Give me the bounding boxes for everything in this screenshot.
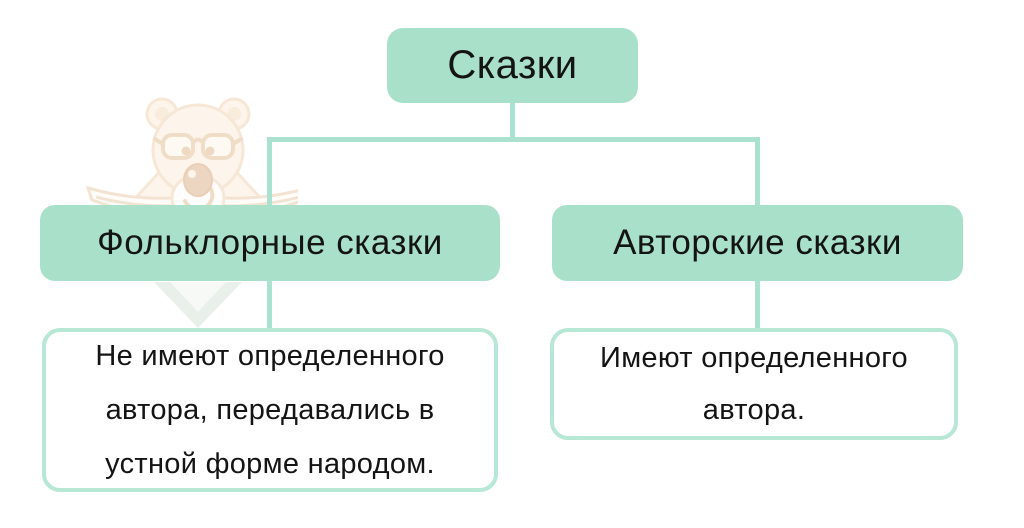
description-line: Имеют определенного <box>600 342 908 374</box>
connector-root-drop <box>510 100 515 140</box>
node-folklore-tales: Фольклорные сказки <box>40 205 500 281</box>
node-root-skazki: Сказки <box>387 28 638 103</box>
connector-right-description <box>755 278 760 332</box>
node-author-label: Авторские сказки <box>613 223 902 262</box>
node-author-tales: Авторские сказки <box>552 205 963 281</box>
node-folklore-label: Фольклорные сказки <box>97 223 443 262</box>
description-line: автора. <box>702 394 806 426</box>
connector-left-description <box>267 278 272 332</box>
connector-right-branch-drop <box>755 139 760 209</box>
node-root-label: Сказки <box>447 43 578 87</box>
description-author-tales: Имеют определенного автора. <box>550 328 958 440</box>
description-line: автора, передавались в <box>105 394 435 426</box>
connector-horizontal-bar <box>267 137 760 142</box>
description-line: устной форме народом. <box>105 448 435 480</box>
connector-left-branch-drop <box>267 139 272 209</box>
description-folklore-tales: Не имеют определенного автора, передавал… <box>42 328 498 492</box>
description-line: Не имеют определенного <box>95 340 445 372</box>
